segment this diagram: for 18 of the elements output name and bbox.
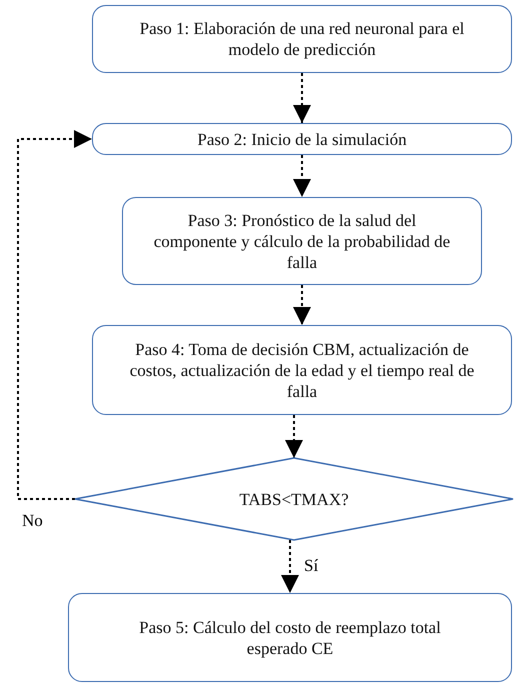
process-box bbox=[92, 123, 512, 155]
step-text: Paso 1: Elaboración de una red neuronal para el modelo de predicción bbox=[138, 18, 466, 60]
step-text: TABS<TMAX? bbox=[239, 488, 349, 510]
step-text: Paso 3: Pronóstico de la salud del componente y cálculo de la probabilidad de falla bbox=[153, 210, 451, 272]
process-box bbox=[68, 593, 512, 682]
process-box bbox=[122, 197, 482, 285]
process-box bbox=[92, 5, 512, 73]
step-text: Paso 5: Cálculo del costo de reemplazo total esperado CE bbox=[138, 616, 442, 658]
arrow bbox=[293, 285, 311, 325]
arrow bbox=[293, 73, 311, 123]
arrow bbox=[281, 540, 299, 593]
decision-diamond bbox=[75, 458, 513, 540]
step-text: Paso 2: Inicio de la simulación bbox=[197, 128, 407, 150]
arrow bbox=[293, 155, 311, 197]
arrow bbox=[285, 415, 303, 458]
step-text: Paso 4: Toma de decisión CBM, actualización de costos, actualización de la edad y el tiempo real de falla bbox=[128, 338, 476, 402]
arrow bbox=[17, 130, 92, 500]
process-box bbox=[92, 325, 512, 415]
